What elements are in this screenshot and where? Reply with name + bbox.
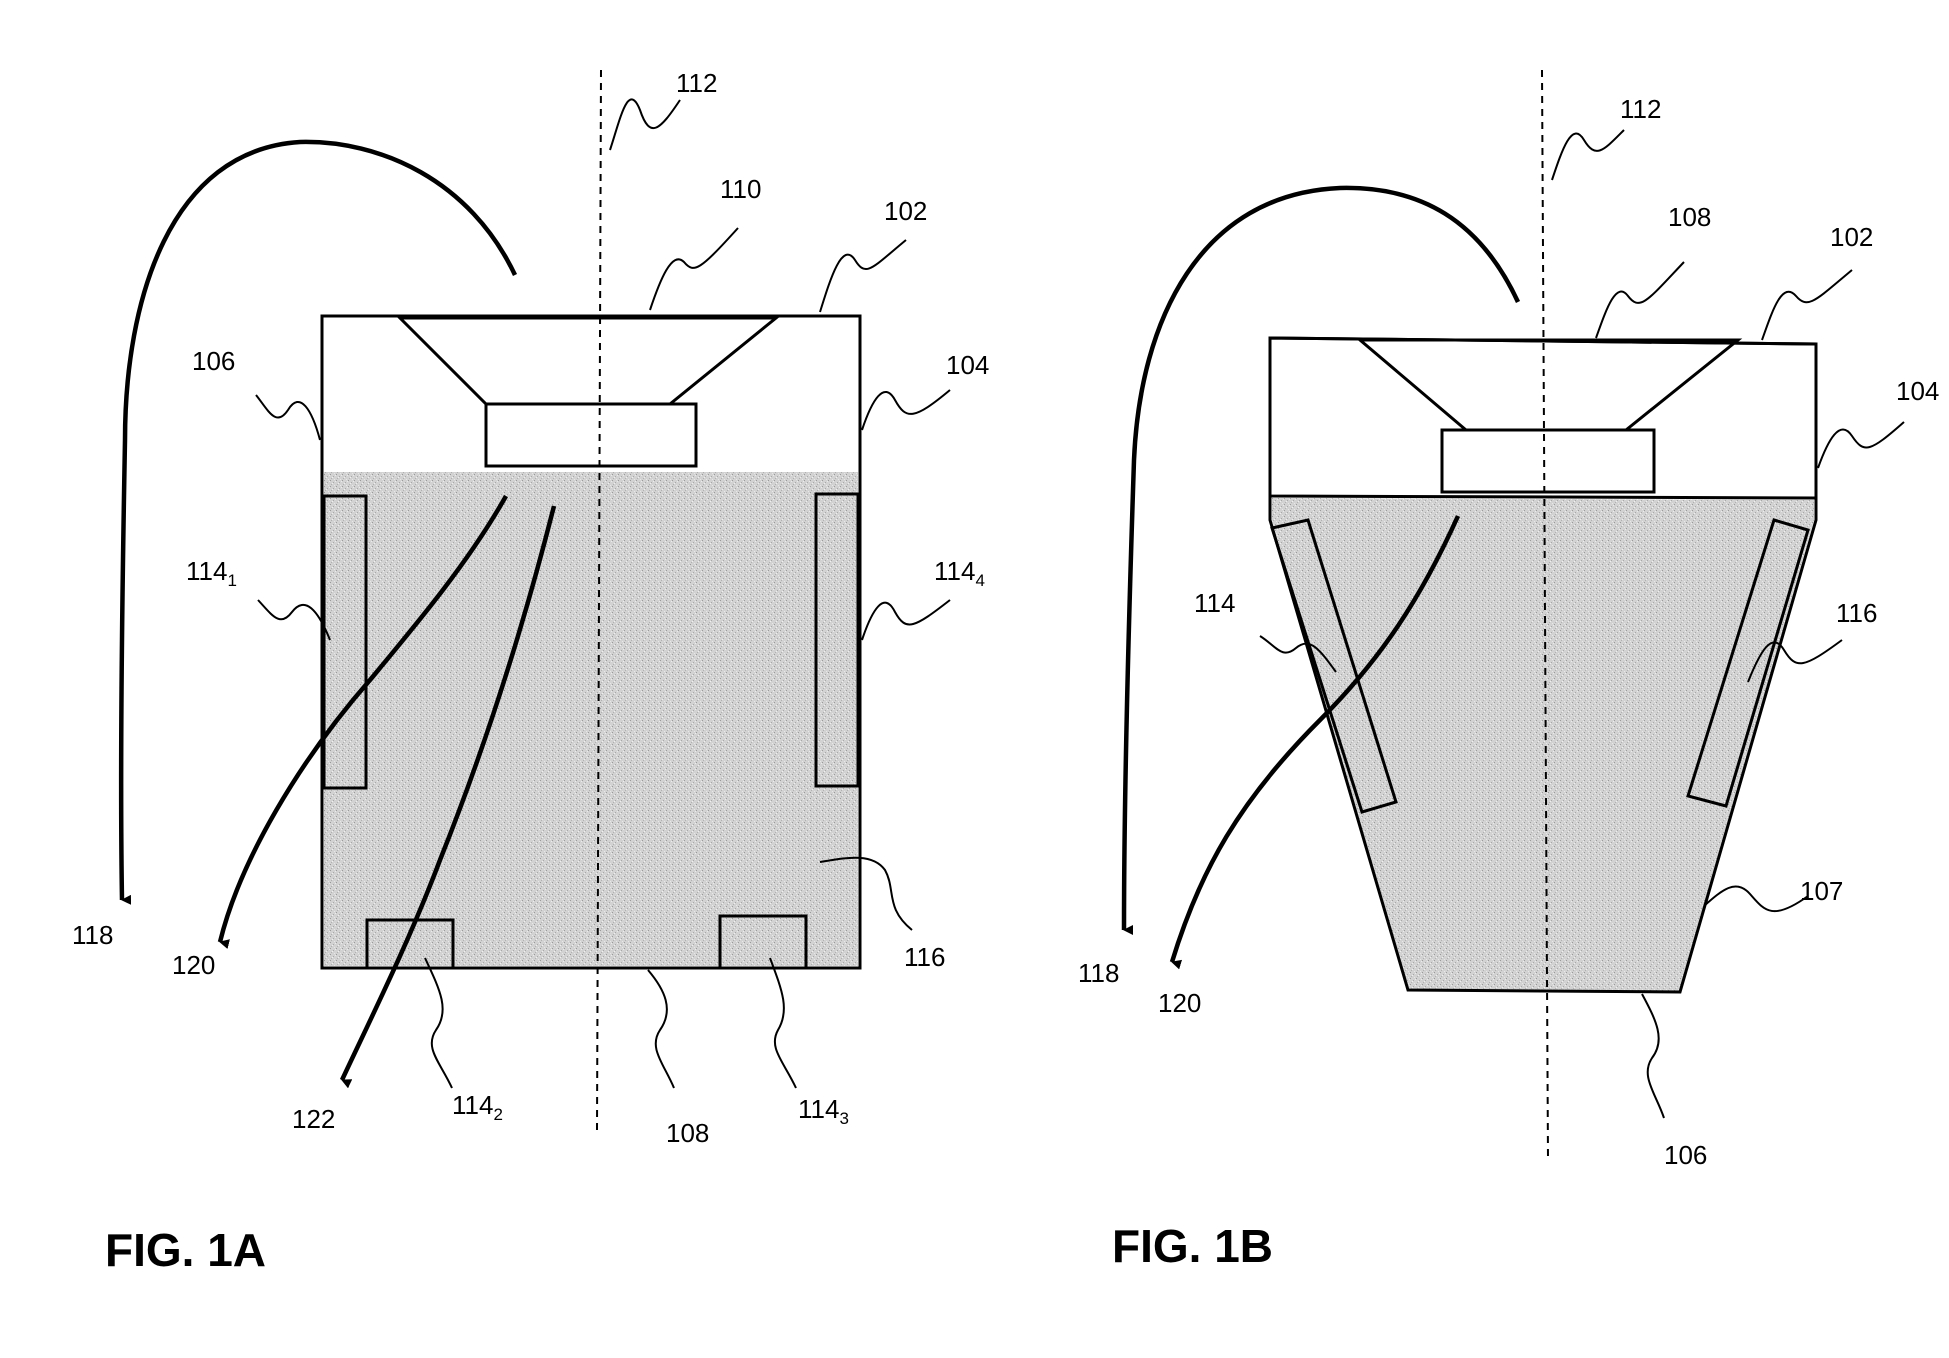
label-116-1a: 116 <box>904 942 945 972</box>
sensor-114-1-1a <box>322 494 368 790</box>
label-112-1a: 112 <box>676 68 717 98</box>
sensor-114-left-1b <box>1270 518 1398 814</box>
label-114-3-1a: 1143 <box>798 1094 849 1128</box>
label-106-1a: 106 <box>192 346 235 376</box>
label-107-1b: 107 <box>1800 876 1843 906</box>
leader-114-1b <box>1259 635 1337 673</box>
sensor-114-2-1a <box>365 918 455 970</box>
label-120-1a: 120 <box>172 950 215 980</box>
leader-106-1b <box>1641 993 1665 1119</box>
label-114-2-1a: 1142 <box>452 1090 503 1124</box>
label-112-1b: 112 <box>1620 94 1661 124</box>
figure-1a: 112 110 102 106 104 1141 1144 116 118 12… <box>72 68 989 1276</box>
leader-107-1b <box>1703 885 1809 913</box>
label-118-1b: 118 <box>1078 958 1119 988</box>
label-104-1b: 104 <box>1896 376 1939 406</box>
arrow-120-1a <box>217 494 508 949</box>
leader-110-1a <box>649 227 739 311</box>
caption-fig-1a: FIG. 1A <box>105 1224 266 1276</box>
label-114-4-1a: 1144 <box>934 556 985 590</box>
arrow-118-1a <box>118 139 518 905</box>
sensor-114-4-1a <box>814 492 860 788</box>
leader-114-4-1a <box>861 599 951 641</box>
caption-fig-1b: FIG. 1B <box>1112 1220 1273 1272</box>
leader-114-2-1a <box>424 957 453 1089</box>
leader-108-1b <box>1595 261 1685 339</box>
label-108-1a: 108 <box>666 1118 709 1148</box>
leader-116-1a <box>819 856 913 931</box>
leader-102-1b <box>1761 269 1853 341</box>
leader-108-1a <box>647 969 675 1089</box>
leader-104-1a <box>861 389 951 431</box>
label-106-1b: 106 <box>1664 1140 1707 1170</box>
leader-102-1a <box>819 239 907 313</box>
leader-106-1a <box>255 394 321 441</box>
label-110-1a: 110 <box>720 174 761 204</box>
leader-104-1b <box>1817 421 1905 469</box>
arrow-118-1b <box>1121 185 1521 936</box>
label-102-1b: 102 <box>1830 222 1873 252</box>
label-120-1b: 120 <box>1158 988 1201 1018</box>
arrow-122-1a <box>339 505 557 1089</box>
arrow-120-1b <box>1169 515 1461 970</box>
label-114-1b: 114 <box>1194 588 1235 618</box>
transducer-body-1a <box>484 402 698 468</box>
sensor-114-right-1b <box>1686 518 1810 808</box>
leader-114-1-1a <box>257 599 331 641</box>
label-118-1a: 118 <box>72 920 113 950</box>
sensor-114-3-1a <box>718 914 808 970</box>
liquid-116-1b <box>1272 498 1814 992</box>
label-102-1a: 102 <box>884 196 927 226</box>
leader-116-1b <box>1747 639 1843 683</box>
label-114-1-1a: 1141 <box>186 556 237 590</box>
label-116-1b: 116 <box>1836 598 1877 628</box>
label-122-1a: 122 <box>292 1104 335 1134</box>
liquid-116-1a <box>324 472 858 966</box>
transducer-cone-1b <box>1355 338 1743 432</box>
transducer-cone-1a <box>396 316 781 406</box>
transducer-body-1b <box>1440 428 1656 494</box>
label-108-1b: 108 <box>1668 202 1711 232</box>
leader-114-3-1a <box>769 957 797 1089</box>
leader-112-1b <box>1551 129 1625 181</box>
figure-1b: 112 108 102 104 114 116 107 118 120 106 … <box>1078 69 1939 1272</box>
label-104-1a: 104 <box>946 350 989 380</box>
leader-112-1a <box>609 98 681 151</box>
